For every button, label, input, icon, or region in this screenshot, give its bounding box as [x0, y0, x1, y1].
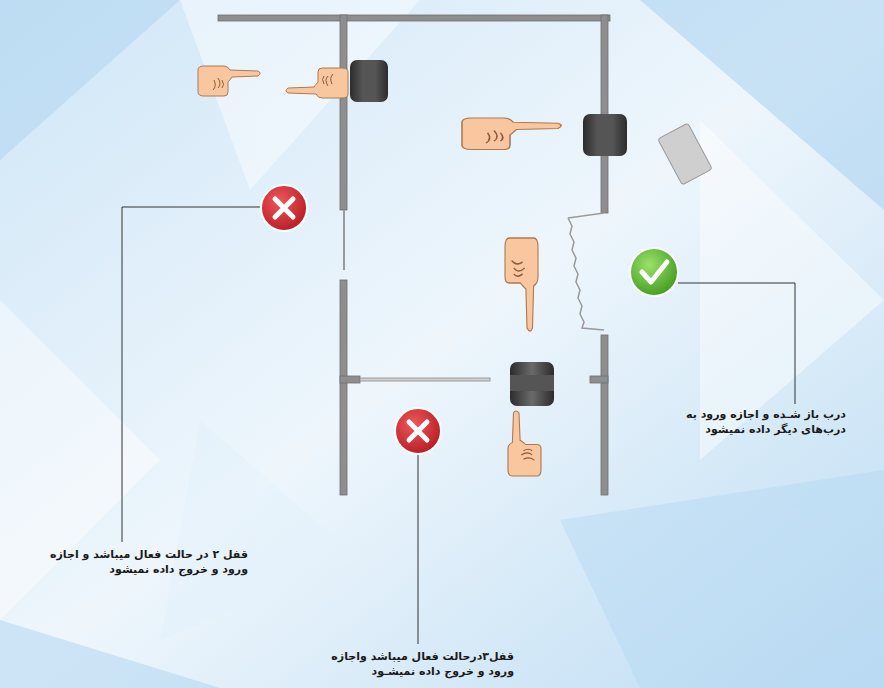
lock-two-note: قفل ۲ در حالت فعال میباشد و اجازه ورود و… — [22, 548, 248, 578]
walls — [218, 15, 610, 495]
status-icons — [261, 185, 678, 454]
leader-lines — [122, 207, 795, 644]
locks — [350, 60, 627, 406]
lock-three-note: قفل۳درحالت فعال میباشد واجازه ورود و خرو… — [328, 650, 514, 680]
hands — [198, 66, 561, 476]
open-door-note: درب باز شـده و اجازه ورود به درب‌های دیگ… — [656, 408, 846, 438]
card — [658, 123, 712, 185]
doors — [344, 210, 604, 381]
